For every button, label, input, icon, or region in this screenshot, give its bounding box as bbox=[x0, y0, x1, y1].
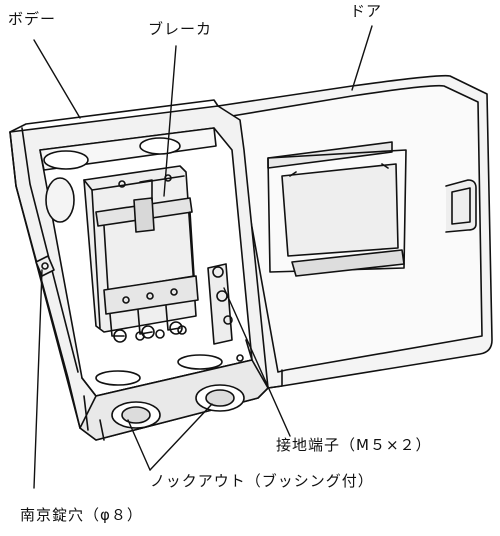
label-door: ドア bbox=[350, 2, 383, 20]
label-knockout: ノックアウト（ブッシング付） bbox=[150, 472, 374, 490]
leader-breaker bbox=[163, 45, 177, 197]
door bbox=[217, 74, 493, 389]
label-ground-terminal: 接地端子（M５×２） bbox=[276, 436, 432, 454]
leader-door bbox=[351, 25, 373, 91]
label-padlock-hole: 南京錠穴（φ８） bbox=[20, 506, 143, 524]
ground-terminal bbox=[207, 263, 233, 345]
breaker bbox=[83, 165, 199, 343]
leader-body bbox=[33, 39, 81, 119]
leader-padlock-hole bbox=[33, 269, 43, 489]
leader-lines bbox=[33, 25, 373, 489]
leader-ground-terminal bbox=[223, 287, 291, 437]
label-breaker: ブレーカ bbox=[148, 20, 213, 38]
leader-knockout-right bbox=[149, 403, 213, 471]
leader-knockout-left bbox=[127, 419, 151, 471]
label-body: ボデー bbox=[8, 10, 57, 28]
